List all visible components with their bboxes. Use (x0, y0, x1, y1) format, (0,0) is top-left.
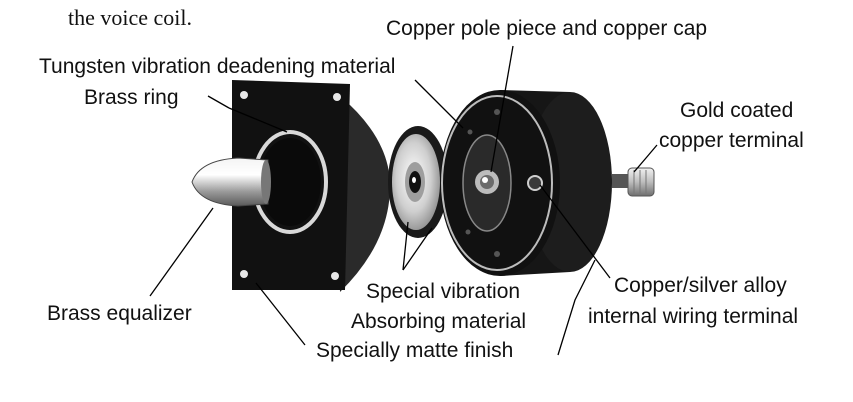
leader-brass-equalizer (149, 207, 214, 297)
bullet-equalizer (191, 157, 271, 207)
leader-vibration-1 (402, 221, 409, 271)
label-alloy-terminal-1: Copper/silver alloy (614, 274, 787, 297)
label-special-vibration: Special vibration (366, 280, 521, 303)
leader-matte-finish (255, 282, 306, 346)
leader-tungsten (414, 79, 464, 129)
diaphragm-disk (388, 126, 448, 238)
gold-terminal (612, 167, 655, 197)
label-copper-pole: Copper pole piece and copper cap (386, 17, 708, 40)
leader-vibration-2 (402, 227, 433, 271)
leader-gold-terminal (633, 144, 658, 173)
rear-housing (440, 90, 612, 276)
label-brass-ring: Brass ring (84, 86, 179, 109)
caption-fragment: the voice coil. (68, 5, 193, 30)
label-brass-equalizer: Brass equalizer (47, 302, 192, 325)
label-alloy-terminal-2: internal wiring terminal (588, 305, 799, 328)
leader-alloy-terminal (539, 184, 611, 279)
label-gold-terminal-2: copper terminal (659, 129, 804, 152)
leader-lines (149, 45, 658, 356)
label-absorbing-material: Absorbing material (351, 310, 527, 333)
label-matte-finish: Specially matte finish (316, 339, 514, 362)
leader-brass-ring (207, 95, 230, 109)
label-tungsten: Tungsten vibration deadening material (39, 55, 396, 78)
label-gold-terminal-1: Gold coated (680, 99, 794, 122)
leader-copper-pole (490, 45, 514, 173)
front-plate (232, 80, 391, 292)
leader-matte-finish-right (557, 259, 596, 356)
